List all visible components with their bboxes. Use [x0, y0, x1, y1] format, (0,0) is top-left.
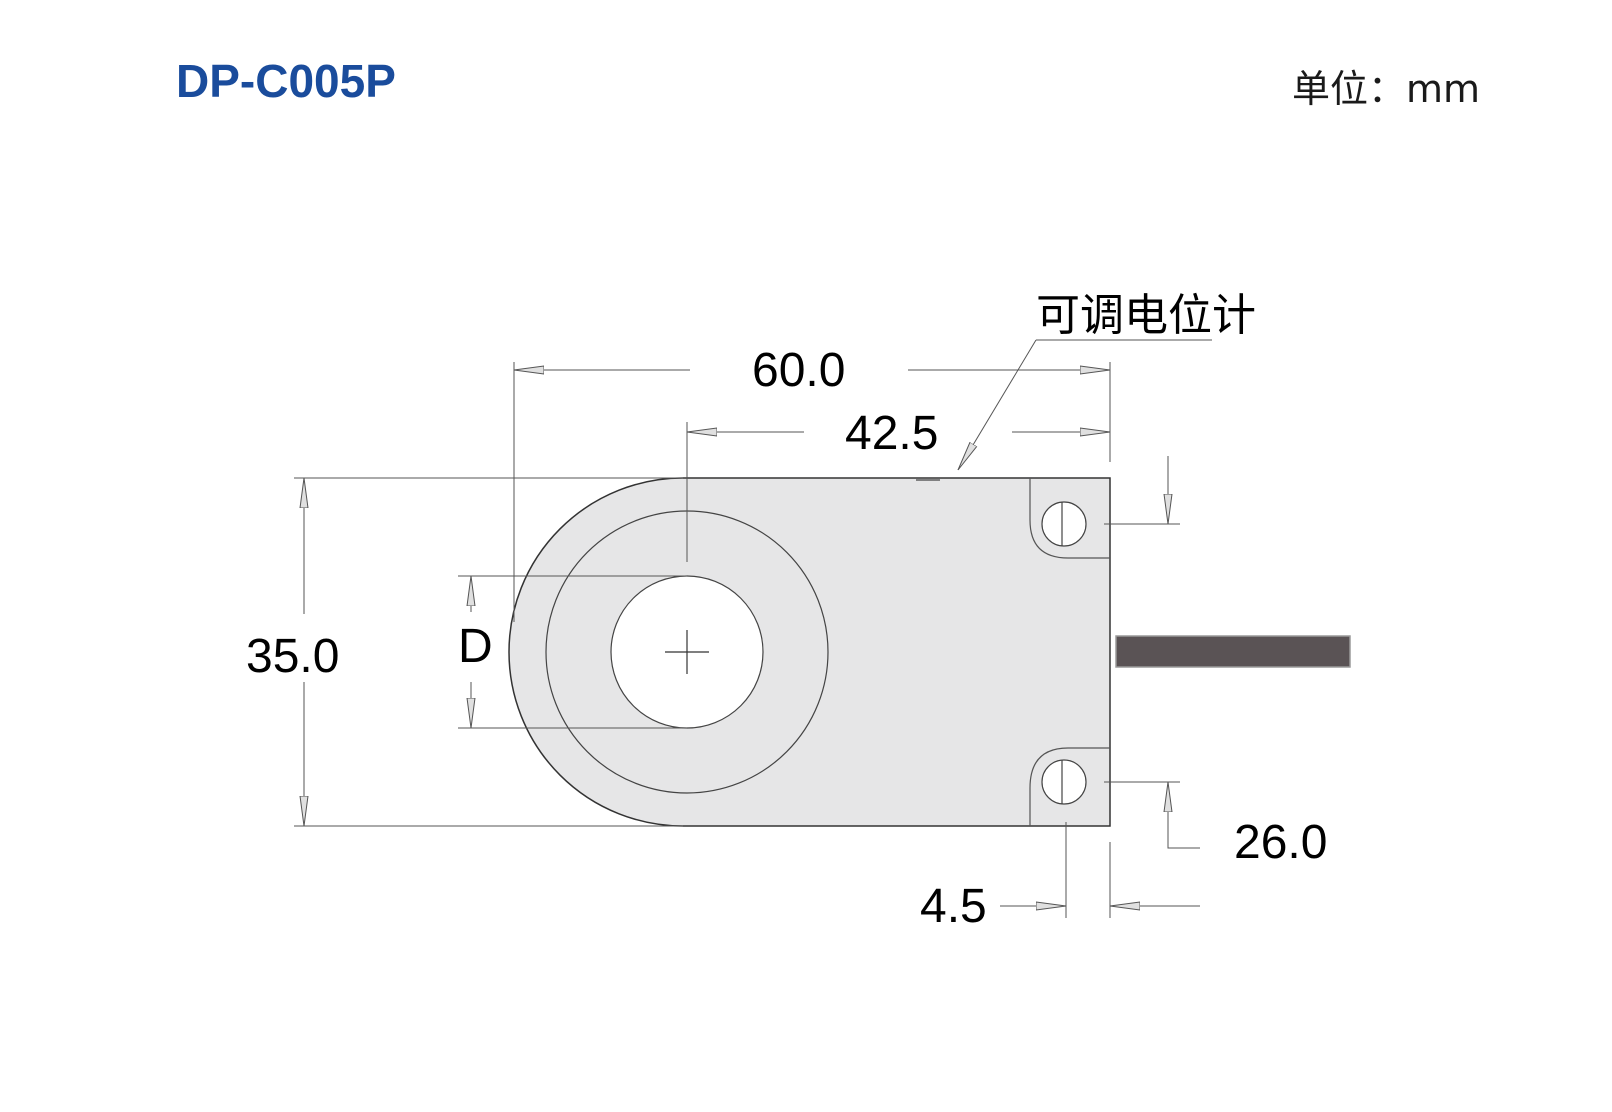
dim-center-to-end: 42.5	[845, 407, 938, 460]
screw-hole-top	[1041, 501, 1087, 547]
dim-height: 35.0	[246, 630, 339, 683]
mount-notch-top	[1029, 478, 1110, 559]
dim-overall-length: 60.0	[752, 344, 845, 397]
screw-hole-bottom	[1041, 759, 1087, 805]
potentiometer-label: 可调电位计	[1036, 290, 1256, 341]
cable	[1115, 635, 1351, 668]
dim-hole-offset: 4.5	[920, 880, 987, 933]
dim-hole-spacing: 26.0	[1234, 816, 1327, 869]
sensor-body	[508, 477, 1111, 827]
dim-bore-diameter: D	[458, 620, 493, 673]
unit-label: 单位：mm	[1291, 67, 1480, 111]
model-title: DP-C005P	[176, 55, 396, 107]
dim-line-26	[1168, 782, 1200, 849]
mount-notch-bottom	[1029, 747, 1110, 826]
callout-leader	[958, 339, 1037, 470]
